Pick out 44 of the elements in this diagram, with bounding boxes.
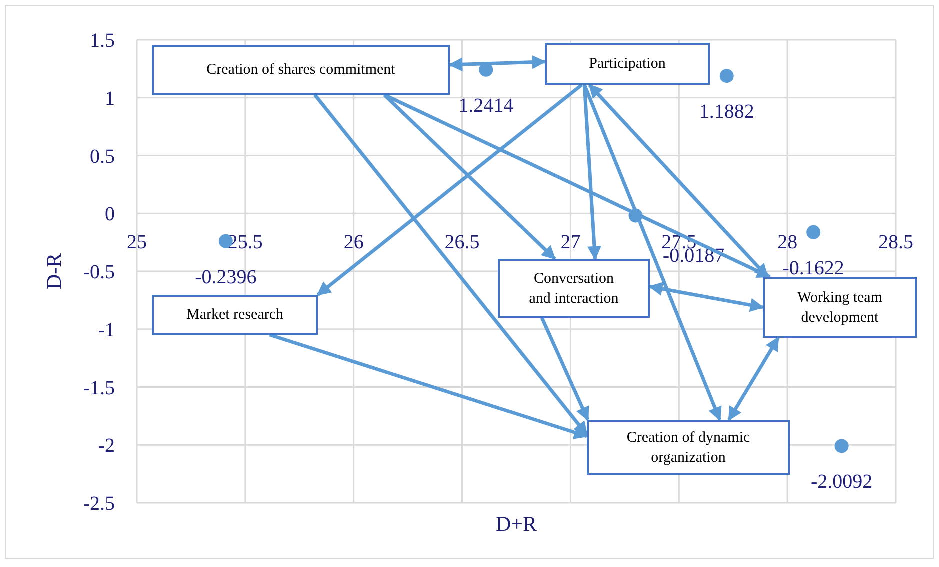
arrow <box>648 282 764 312</box>
concept-box <box>498 259 650 318</box>
box-label: Conversation and interaction <box>528 270 620 308</box>
arrow <box>582 84 602 260</box>
concept-box <box>587 420 790 475</box>
axis-tick-label: -2 <box>98 435 115 458</box>
axis-tick-label: 0.5 <box>90 146 115 168</box>
axis-tick-label: 27 <box>560 232 581 254</box>
axis-tick-label: 28 <box>778 232 798 254</box>
axis-title: D+R <box>496 512 537 536</box>
axis-tick-label: 28.5 <box>878 232 914 254</box>
axis-tick-label: -2.5 <box>83 493 115 515</box>
axis-tick-label: -1 <box>98 319 115 342</box>
data-label: -0.2396 <box>195 266 257 288</box>
axis-tick-label: 1 <box>105 88 115 110</box>
axis-title: D-R <box>42 253 66 290</box>
box-label: Participation <box>589 55 666 74</box>
axis-tick-label: 25 <box>127 232 147 254</box>
concept-box <box>152 45 450 95</box>
axis-tick-label: 26.5 <box>444 232 480 254</box>
axis-tick-label: 26 <box>344 232 364 254</box>
arrow <box>314 94 588 436</box>
axis-tick-label: -1.5 <box>83 377 115 400</box>
box-label: Creation of shares commitment <box>206 61 396 80</box>
arrow <box>269 333 588 440</box>
arrow <box>540 317 590 422</box>
arrow <box>384 93 772 279</box>
box-label: Market research <box>186 306 284 325</box>
arrow <box>448 55 546 72</box>
axis-tick-label: 1.5 <box>90 30 115 52</box>
concept-box <box>152 295 318 335</box>
data-label: -2.0092 <box>810 471 873 494</box>
concept-box <box>545 43 710 85</box>
arrow <box>316 84 584 296</box>
data-label: 1.1882 <box>699 101 754 124</box>
axis-tick-label: 0 <box>105 204 115 226</box>
arrow <box>728 336 780 422</box>
arrow <box>383 94 556 260</box>
concept-box <box>763 277 917 338</box>
axis-tick-label: -0.5 <box>83 262 115 284</box>
box-label: Working team development <box>796 288 884 328</box>
data-label: 1.2414 <box>458 94 514 117</box>
box-label: Creation of dynamic organization <box>626 428 752 468</box>
data-label: -0.1622 <box>782 257 844 280</box>
